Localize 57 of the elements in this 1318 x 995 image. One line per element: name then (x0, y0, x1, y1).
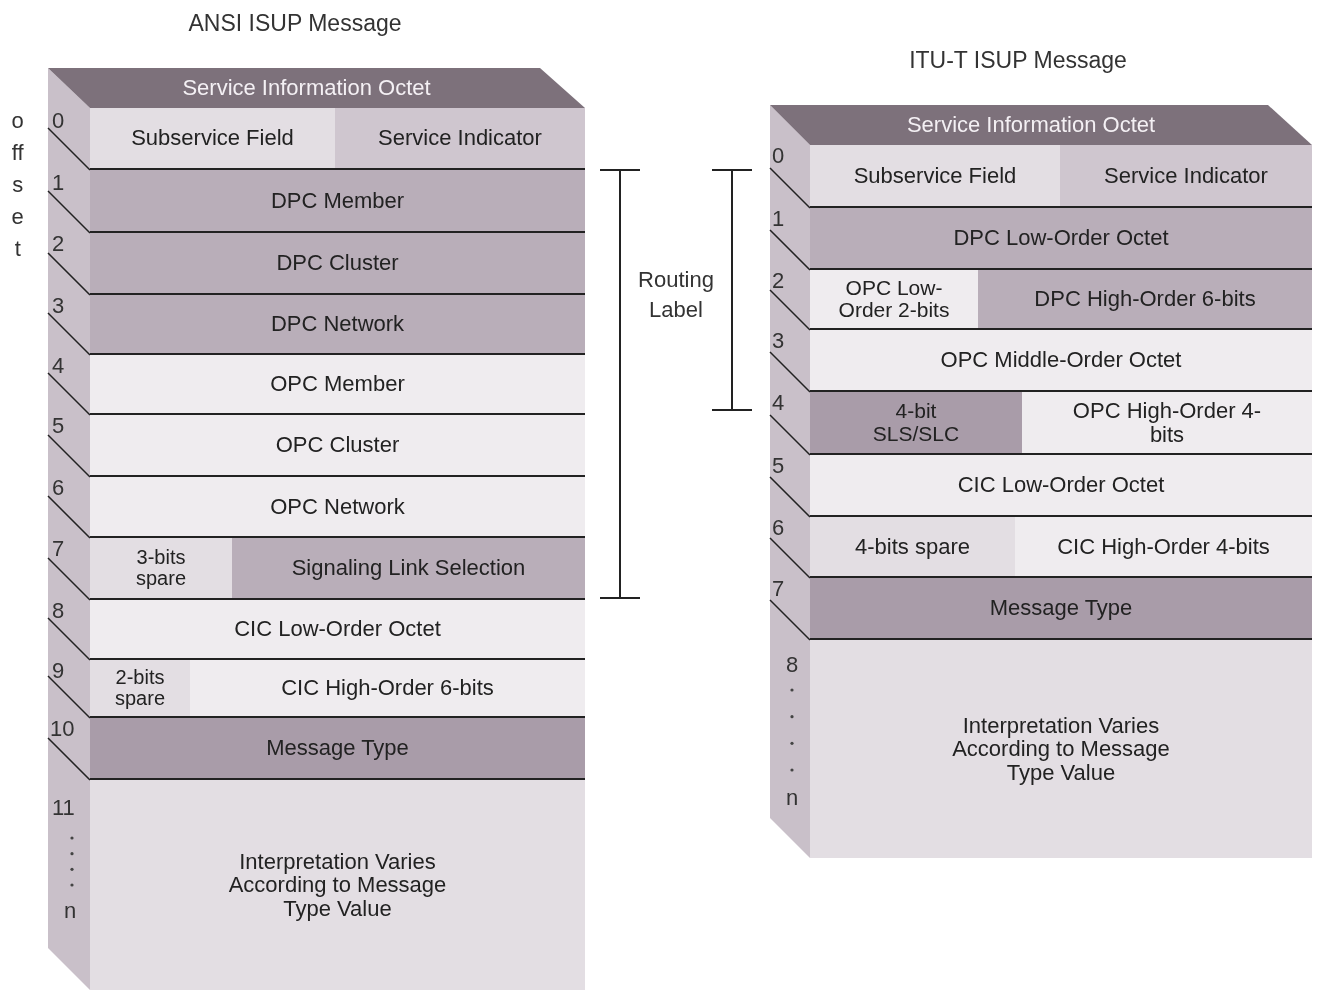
field-cell: Service Indicator (1060, 145, 1312, 208)
offset-number: 2 (52, 231, 65, 257)
field-cell: 4-bits spare (810, 517, 1015, 578)
field-cell: DPC Network (90, 295, 585, 355)
top-face: Service Information Octet (770, 105, 1312, 145)
offset-number: 2 (772, 268, 785, 294)
stack-heading: ITU-T ISUP Message (909, 47, 1127, 74)
field-cell: Subservice Field (90, 108, 335, 170)
offset-number: n (64, 898, 77, 924)
field-cell: 4-bit SLS/SLC (810, 392, 1022, 455)
offset-number: 1 (52, 170, 65, 196)
offset-number: 7 (52, 536, 65, 562)
field-cell: Subservice Field (810, 145, 1060, 208)
field-cell: CIC Low-Order Octet (90, 600, 585, 660)
field-cell: Message Type (810, 578, 1312, 640)
offset-number: 9 (52, 658, 65, 684)
field-cell: DPC Member (90, 170, 585, 233)
field-cell: OPC Member (90, 355, 585, 415)
field-cell: Signaling Link Selection (232, 538, 585, 600)
offset-number: 5 (772, 453, 785, 479)
field-cell: DPC Cluster (90, 233, 585, 295)
offset-number: 11 (52, 795, 75, 821)
offset-number: 0 (772, 143, 785, 169)
field-cell: DPC Low-Order Octet (810, 208, 1312, 270)
field-cell: 3-bits spare (90, 538, 232, 600)
field-cell: CIC High-Order 6-bits (190, 660, 585, 718)
offset-number: 7 (772, 576, 785, 602)
offset-label: offset (10, 107, 25, 263)
offset-number: n (786, 785, 799, 811)
offset-number: 4 (52, 353, 65, 379)
offset-number: 0 (52, 108, 65, 134)
offset-number: 10 (50, 716, 75, 742)
field-cell: OPC High-Order 4-bits (1022, 392, 1312, 455)
field-cell: OPC Middle-Order Octet (810, 330, 1312, 392)
field-cell: OPC Low-Order 2-bits (810, 270, 978, 330)
field-cell: DPC High-Order 6-bits (978, 270, 1312, 330)
routing-label: Routing Label (637, 266, 715, 324)
field-cell: Message Type (90, 718, 585, 780)
offset-number: 5 (52, 413, 65, 439)
offset-number: 8 (52, 598, 65, 624)
field-cell: OPC Network (90, 477, 585, 538)
field-cell: Service Indicator (335, 108, 585, 170)
stack-heading: ANSI ISUP Message (188, 10, 402, 37)
offset-number: 4 (772, 390, 785, 416)
field-cell: OPC Cluster (90, 415, 585, 477)
field-cell: Interpretation Varies According to Message Type Value (90, 780, 585, 990)
offset-number: 6 (772, 515, 785, 541)
offset-number: 3 (52, 293, 65, 319)
field-cell: CIC Low-Order Octet (810, 455, 1312, 517)
field-cell: CIC High-Order 4-bits (1015, 517, 1312, 578)
field-cell: 2-bits spare (90, 660, 190, 718)
offset-number: 6 (52, 475, 65, 501)
offset-number: 1 (772, 206, 785, 232)
offset-number: 8 (786, 652, 799, 678)
field-cell: Interpretation Varies According to Message Type Value (810, 640, 1312, 858)
top-face: Service Information Octet (48, 68, 585, 108)
offset-number: 3 (772, 328, 785, 354)
